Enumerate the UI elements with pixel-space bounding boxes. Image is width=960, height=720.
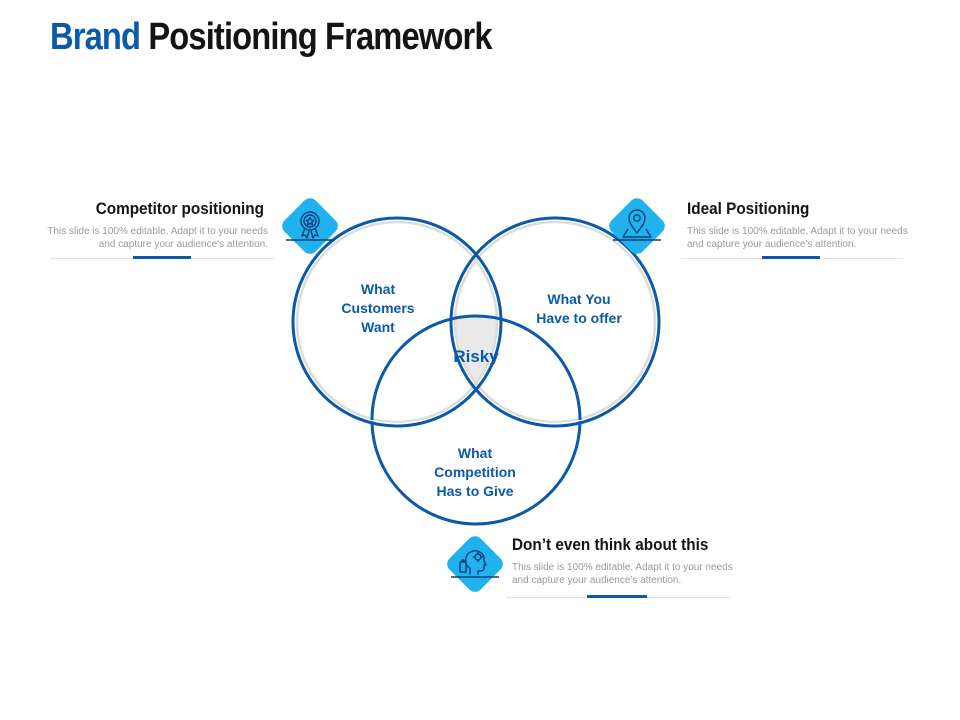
venn-label-line: What You <box>547 291 611 307</box>
callout-text-ideal: This slide is 100% editable. Adapt it to… <box>687 226 908 250</box>
title-rest: Positioning Framework <box>140 16 492 58</box>
venn-label-line: Has to Give <box>436 483 514 499</box>
venn-label-line: Have to offer <box>536 310 622 326</box>
callout-text-competitor: This slide is 100% editable. Adapt it to… <box>47 226 268 250</box>
venn-label-line: What <box>360 281 396 297</box>
venn-label-competition: What Competition Has to Give <box>415 444 535 501</box>
venn-label-line: Want <box>361 319 395 335</box>
venn-circle-offer <box>449 216 661 428</box>
divider-accent <box>587 595 647 598</box>
venn-label-line: What <box>457 445 493 461</box>
callout-text-dont-think: This slide is 100% editable. Adapt it to… <box>512 562 733 586</box>
venn-label-customers: What Customers Want <box>318 280 438 337</box>
map-pin-icon <box>613 209 661 241</box>
callout-title-competitor: Competitor positioning <box>95 199 264 218</box>
callout-title-dont-think: Don’t even think about this <box>512 535 709 554</box>
venn-label-offer: What You Have to offer <box>519 290 639 328</box>
venn-label-line: Competition <box>434 464 516 480</box>
venn-label-line: Customers <box>341 300 415 316</box>
venn-center-label: Risky <box>453 347 499 366</box>
divider-accent <box>133 256 191 259</box>
thinking-head-icon <box>451 550 499 578</box>
callout-title-ideal: Ideal Positioning <box>687 199 810 218</box>
award-ribbon-icon <box>286 211 334 241</box>
slide-title: Brand Positioning Framework <box>50 16 492 59</box>
divider-accent <box>762 256 820 259</box>
title-accent: Brand <box>50 16 141 58</box>
venn-circle-customers <box>291 216 503 428</box>
